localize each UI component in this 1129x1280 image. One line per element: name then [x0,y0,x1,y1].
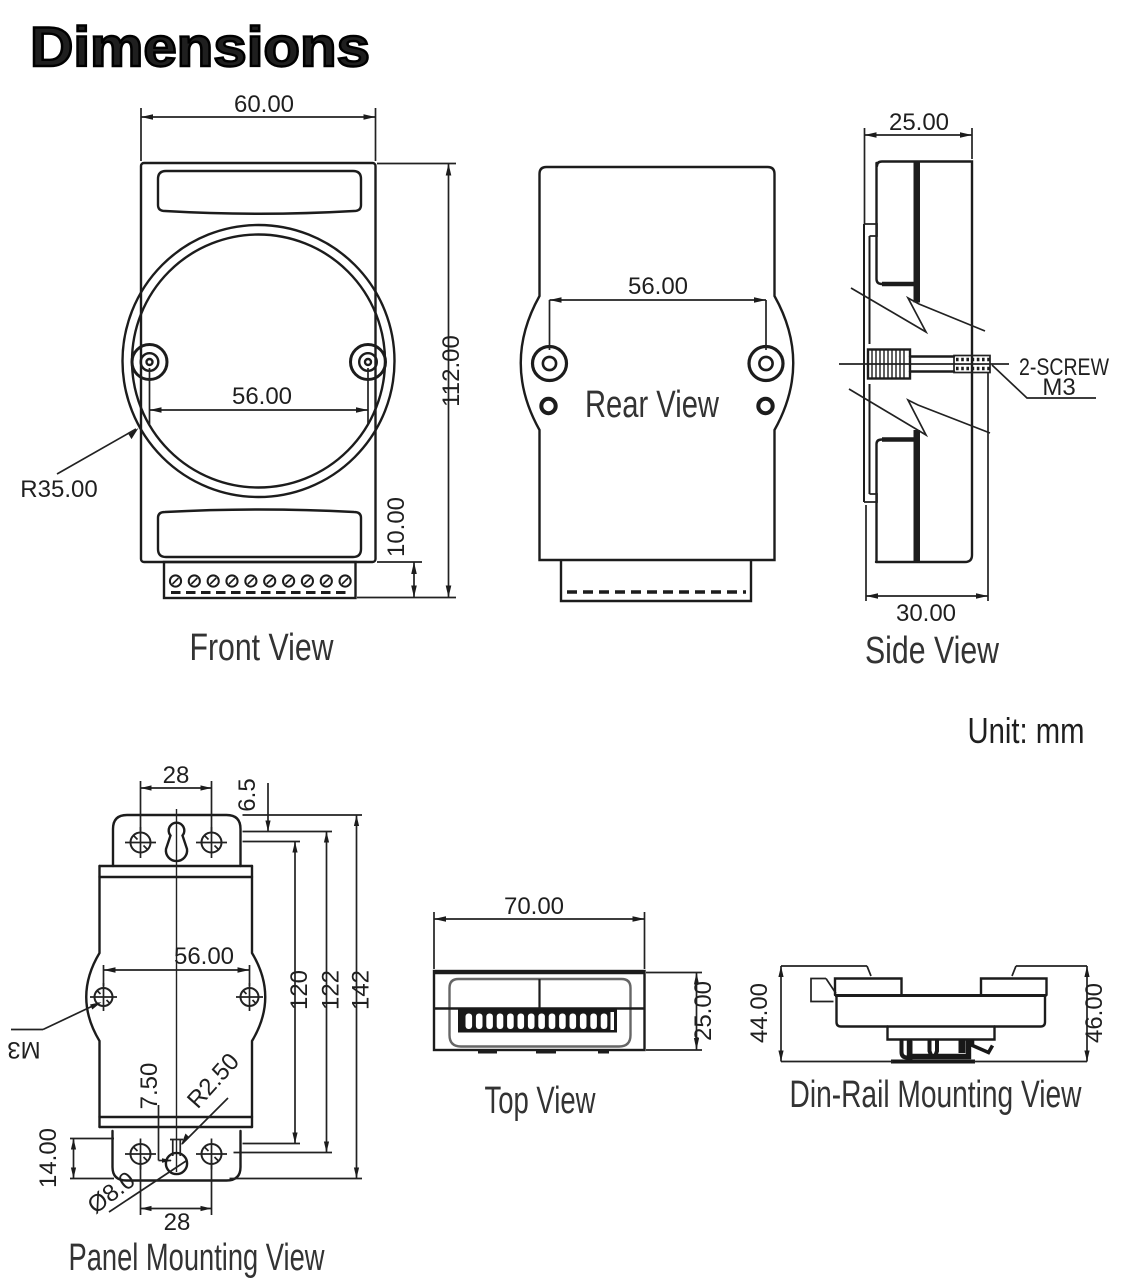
svg-text:120: 120 [286,970,313,1010]
svg-text:2-SCREW: 2-SCREW [1019,354,1109,381]
svg-text:Top View: Top View [485,1080,596,1122]
svg-text:60.00: 60.00 [234,91,294,118]
svg-text:14.00: 14.00 [35,1128,62,1188]
svg-text:46.00: 46.00 [1081,983,1108,1043]
svg-text:Front View: Front View [190,627,334,669]
svg-text:Rear View: Rear View [585,384,719,426]
svg-text:56.00: 56.00 [628,273,688,300]
svg-text:25.00: 25.00 [690,981,717,1041]
svg-text:Unit: mm: Unit: mm [968,710,1085,751]
svg-text:R35.00: R35.00 [20,476,97,503]
svg-text:142: 142 [348,970,375,1010]
svg-text:M3: M3 [7,1036,40,1063]
svg-text:28: 28 [163,762,190,789]
svg-text:Din-Rail Mounting View: Din-Rail Mounting View [790,1074,1082,1116]
svg-text:Side View: Side View [865,630,999,672]
svg-text:70.00: 70.00 [504,893,564,920]
svg-text:112.00: 112.00 [438,335,465,407]
svg-text:10.00: 10.00 [383,497,410,557]
svg-text:6.5: 6.5 [234,778,261,811]
svg-text:25.00: 25.00 [889,109,949,136]
svg-text:44.00: 44.00 [746,983,773,1043]
svg-text:7.50: 7.50 [136,1063,163,1110]
svg-text:30.00: 30.00 [896,600,956,627]
svg-text:Dimensions: Dimensions [30,15,370,78]
svg-text:56.00: 56.00 [174,943,234,970]
svg-text:56.00: 56.00 [232,383,292,410]
svg-text:122: 122 [318,970,345,1010]
svg-text:Panel Mounting View: Panel Mounting View [69,1237,325,1279]
svg-text:M3: M3 [1042,374,1075,401]
svg-text:28: 28 [164,1209,191,1236]
